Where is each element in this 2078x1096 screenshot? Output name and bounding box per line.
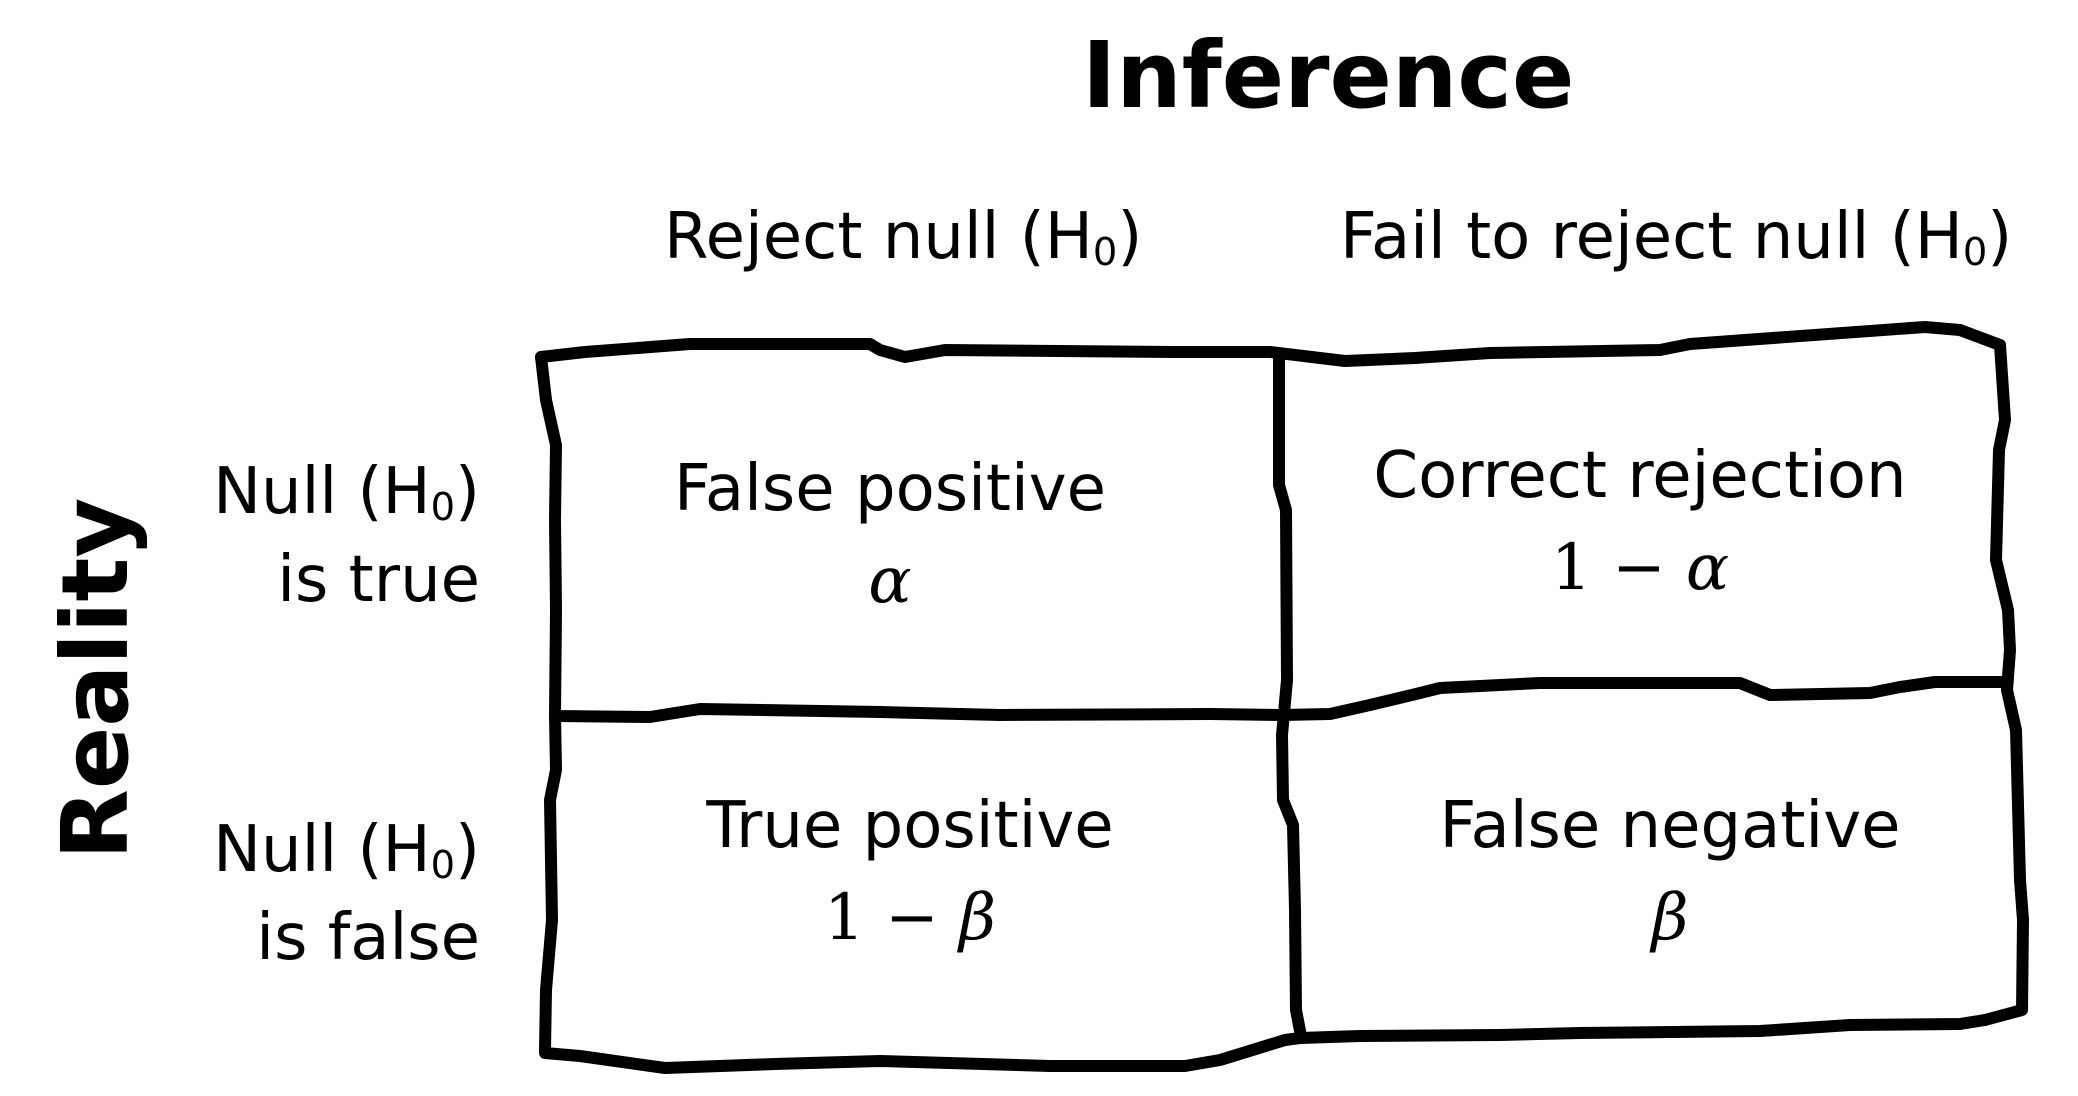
cell-label: True positive (706, 789, 1114, 863)
cell-value-symbol: α (1685, 531, 1730, 605)
cell-value: β (1390, 872, 1950, 964)
cell-label: Correct rejection (1373, 439, 1907, 513)
subscript-zero: 0 (1092, 229, 1118, 275)
column-header-reject-null: Reject null (H0) (664, 200, 1142, 274)
column-header-text: Reject null (H (664, 200, 1093, 274)
cell-value: 1 − α (1340, 522, 1940, 614)
cell-value-symbol: α (868, 544, 912, 618)
grid-right-horizontal-divider (1276, 676, 2013, 721)
cell-label: False positive (673, 452, 1107, 526)
grid-left-border (535, 351, 562, 1056)
row-header-null-true: Null (H0) is true (213, 448, 480, 624)
cell-false-positive: False positive α (630, 443, 1150, 627)
row-header-close: ) (455, 455, 480, 529)
row-header-line1: Null (H0) (213, 448, 480, 536)
cell-value-number: 1 (1550, 531, 1592, 605)
cell-value: 1 − β (640, 872, 1180, 964)
cell-label: False negative (1439, 789, 1901, 863)
column-header-close: ) (1987, 200, 2013, 274)
cell-value-operator: − (864, 881, 960, 955)
cell-value-symbol: β (1651, 881, 1689, 955)
cell-true-positive: True positive 1 − β (640, 780, 1180, 964)
cell-value-number: 1 (823, 881, 865, 955)
column-header-text: Fail to reject null (H (1340, 200, 1963, 274)
row-header-text: Null (H (213, 813, 431, 887)
inference-title: Inference (1082, 22, 1575, 129)
cell-correct-rejection: Correct rejection 1 − α (1340, 430, 1940, 614)
column-header-fail-to-reject: Fail to reject null (H0) (1340, 200, 2012, 274)
grid-top-border (535, 321, 2006, 367)
grid-right-border (1979, 339, 2029, 1026)
grid-left-horizontal-divider (549, 703, 1288, 723)
grid-bottom-border (539, 1014, 1991, 1074)
row-header-line2: is false (256, 901, 480, 975)
row-header-null-false: Null (H0) is false (213, 806, 480, 982)
subscript-zero: 0 (430, 484, 456, 530)
column-header-close: ) (1117, 200, 1143, 274)
subscript-zero: 0 (1962, 229, 1988, 275)
row-header-line1: Null (H0) (213, 806, 480, 894)
subscript-zero: 0 (430, 842, 456, 888)
cell-value: α (630, 535, 1150, 627)
cell-value-symbol: β (959, 881, 997, 955)
row-header-close: ) (455, 813, 480, 887)
cell-value-operator: − (1591, 531, 1686, 605)
row-header-text: Null (H (213, 455, 431, 529)
grid-middle-vertical-divider (1273, 351, 1307, 1042)
row-header-line2: is true (277, 543, 480, 617)
cell-false-negative: False negative β (1390, 780, 1950, 964)
